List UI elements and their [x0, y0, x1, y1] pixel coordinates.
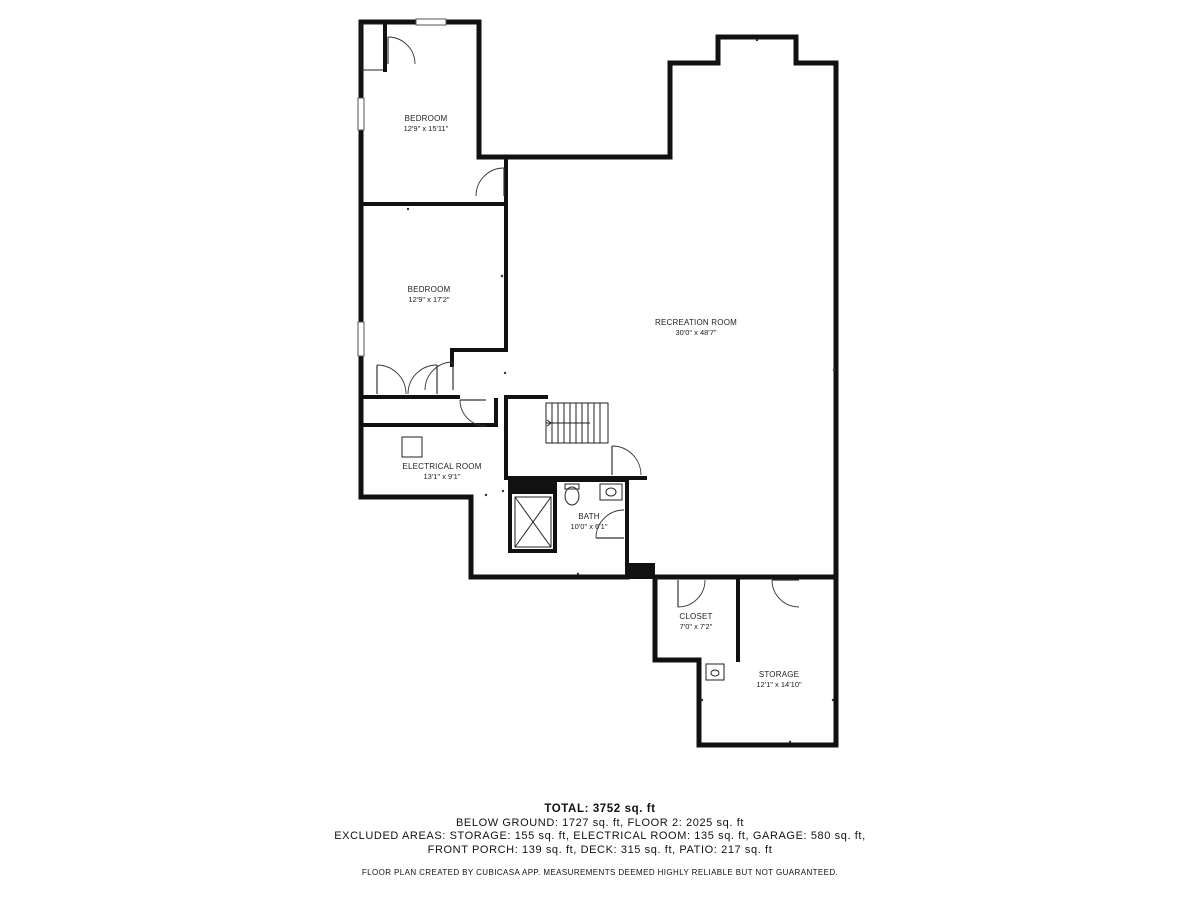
- total-label: TOTAL:: [544, 803, 590, 815]
- recreation-wall: [476, 34, 839, 580]
- bedroom1-closet: [360, 23, 386, 71]
- door-swing: [677, 579, 706, 608]
- bedroom-1-dims: 12'9" x 15'11": [404, 124, 449, 133]
- staircase: [545, 402, 609, 444]
- bedroom-2-dims: 12'9" x 17'2": [408, 295, 449, 304]
- electrical-room-name: ELECTRICAL ROOM: [402, 462, 481, 471]
- recreation-room-dims: 30'0" x 48'7": [675, 328, 716, 337]
- utility-sink: [705, 663, 725, 681]
- door-swing: [595, 509, 625, 539]
- left-wing-wall: [358, 19, 630, 580]
- storage-name: STORAGE: [759, 670, 799, 679]
- dimension-markers: [406, 38, 836, 744]
- bedroom1-inner-wall: [477, 155, 508, 202]
- storage-dims: 12'1" x 14'10": [756, 680, 802, 689]
- room-labels: BEDROOM 12'9" x 15'11" BEDROOM 12'9" x 1…: [402, 114, 802, 689]
- disclaimer: FLOOR PLAN CREATED BY CUBICASA APP. MEAS…: [361, 868, 839, 877]
- door-swing: [611, 445, 642, 476]
- window-bedroom1: [357, 97, 365, 131]
- closet-row-wall: [359, 395, 498, 427]
- bedroom2-inner-wall: [450, 202, 508, 367]
- area-breakdown: BELOW GROUND: 1727 sq. ft, FLOOR 2: 2025…: [455, 816, 744, 829]
- closet-dims: 7'0" x 7'2": [680, 622, 713, 631]
- door-swing: [407, 364, 438, 395]
- electrical-panel: [401, 436, 423, 458]
- shower: [514, 496, 552, 548]
- fixtures: [401, 436, 725, 681]
- window-bedroom2: [357, 321, 365, 357]
- bath-sink: [599, 483, 623, 501]
- bath-beam: [512, 482, 553, 494]
- electrical-room-dims: 13'1" x 9'1": [424, 472, 461, 481]
- excluded-areas-cont: FRONT PORCH: 139 sq. ft, DECK: 315 sq. f…: [427, 843, 773, 856]
- recreation-room-name: RECREATION ROOM: [655, 318, 737, 327]
- toilet: [564, 486, 580, 506]
- door-swing: [771, 579, 800, 608]
- door-swing: [459, 399, 487, 427]
- total-line: TOTAL: 3752 sq. ft: [0, 803, 1200, 817]
- corner-column: [625, 563, 655, 579]
- door-swing: [475, 167, 505, 197]
- door-swing: [376, 364, 407, 395]
- door-swing: [424, 361, 454, 391]
- total-value: 3752 sq. ft: [592, 803, 656, 815]
- excluded-areas: EXCLUDED AREAS: STORAGE: 155 sq. ft, ELE…: [334, 830, 866, 842]
- door-swing: [387, 36, 416, 65]
- bath-name: BATH: [578, 512, 600, 521]
- bedroom-2-name: BEDROOM: [408, 285, 451, 294]
- doors: [376, 36, 800, 608]
- interior-walls: [359, 155, 740, 662]
- closet-name: CLOSET: [679, 612, 712, 621]
- area-summary: TOTAL: 3752 sq. ft BELOW GROUND: 1727 sq…: [0, 803, 1200, 857]
- bedroom-1-name: BEDROOM: [405, 114, 448, 123]
- windows: [357, 18, 447, 357]
- floor-plan: BEDROOM 12'9" x 15'11" BEDROOM 12'9" x 1…: [357, 18, 839, 748]
- window-top: [415, 18, 447, 26]
- bath-wall: [508, 478, 629, 579]
- bath-dims: 10'0" x 6'1": [571, 522, 608, 531]
- storage-wall: [652, 574, 839, 748]
